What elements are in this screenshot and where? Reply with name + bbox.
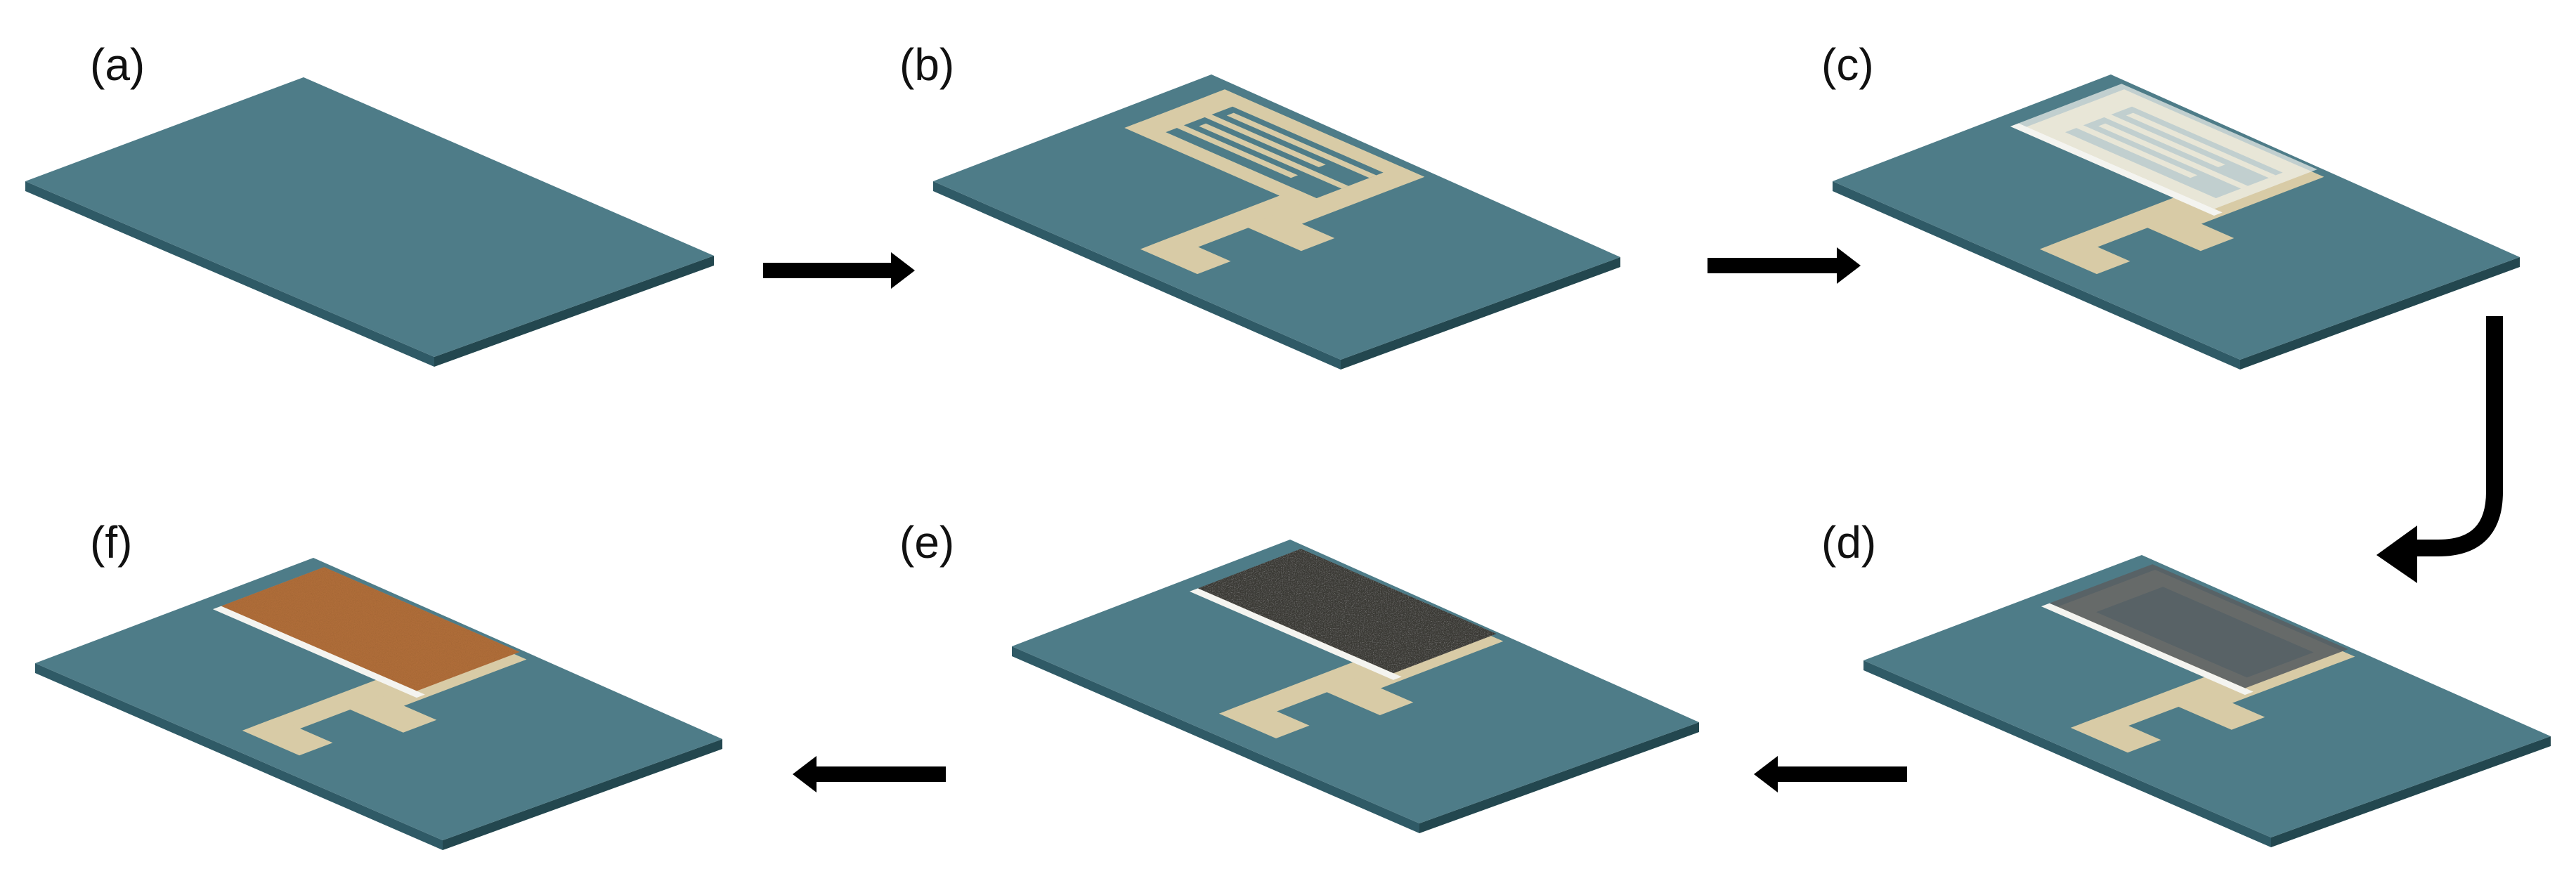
textured-film <box>1197 549 1497 674</box>
panels-layer <box>25 74 2551 850</box>
dark-film <box>2049 564 2348 689</box>
arrow-e-to-f <box>793 756 946 792</box>
copper-film-edge <box>212 606 425 698</box>
panel-a <box>25 77 714 367</box>
arrow-c-to-d-head <box>2376 526 2417 583</box>
arrow-b-to-c-shaft <box>1707 258 1837 273</box>
substrate-side-edge <box>443 739 722 850</box>
electrode-lead-left <box>1230 653 1400 720</box>
substrate-front-edge <box>25 181 434 367</box>
electrode-pad-left <box>2070 714 2161 753</box>
seed-layer <box>2018 84 2317 209</box>
electrode-pad-right <box>2174 692 2265 730</box>
copper-film <box>221 567 520 691</box>
substrate-side-edge <box>2240 257 2520 370</box>
substrate-side-edge <box>1419 722 1699 833</box>
electrode-lead-right <box>1258 166 1425 232</box>
electrode-pad-left <box>1218 700 1310 738</box>
arrow-a-to-b-shaft <box>763 263 891 278</box>
arrow-c-to-d-shaft <box>2413 316 2503 556</box>
panel-e <box>1012 540 1699 833</box>
electrode-lead-left <box>253 671 423 737</box>
panel-d <box>1863 555 2551 847</box>
arrow-d-to-e-shaft <box>1778 766 1907 782</box>
panel-label-c: (c) <box>1821 39 1874 90</box>
arrow-e-to-f-shaft <box>817 766 946 782</box>
substrate-side-edge <box>1341 257 1620 370</box>
electrode-busbar-right <box>1208 89 1425 183</box>
arrow-a-to-b-head <box>891 252 915 289</box>
arrows-layer <box>763 247 2503 792</box>
panel-label-a: (a) <box>90 39 145 90</box>
arrow-b-to-c <box>1707 247 1861 284</box>
electrode-pad-right <box>2143 213 2235 252</box>
panel-f <box>35 558 722 850</box>
electrode-pad-right <box>1244 213 1335 252</box>
electrode-lead-left <box>1151 189 1321 256</box>
arrow-d-to-e-head <box>1754 756 1778 792</box>
substrate-front-edge <box>1863 660 2271 847</box>
electrode-pattern <box>1124 89 1425 275</box>
electrode-finger <box>1199 123 1349 189</box>
electrode-pad-left <box>242 717 333 756</box>
electrode-busbar-left <box>1124 121 1321 207</box>
substrate-front-edge <box>1012 646 1419 833</box>
dark-film-edge <box>2041 603 2253 696</box>
panel-label-f: (f) <box>90 517 133 568</box>
arrow-a-to-b <box>763 252 915 289</box>
seed-layer-edge <box>2010 123 2223 216</box>
substrate-front-edge <box>35 663 443 850</box>
electrode-finger <box>1180 103 1326 167</box>
panel-b <box>933 74 1620 370</box>
electrode-finger <box>1226 112 1377 178</box>
electrode-pad-left <box>1140 236 1231 275</box>
electrode-pad-right <box>346 695 437 733</box>
electrode-lead-left <box>2081 668 2251 734</box>
substrate-top <box>25 77 714 357</box>
arrow-c-to-d <box>2376 316 2503 583</box>
electrode-pad-right <box>1322 677 1414 715</box>
arrow-d-to-e <box>1754 756 1907 792</box>
substrate-front-edge <box>1833 181 2240 370</box>
arrow-b-to-c-head <box>1837 247 1861 284</box>
arrow-e-to-f-head <box>793 756 817 792</box>
electrode-pad-left <box>2039 236 2131 275</box>
substrate-front-edge <box>933 181 1341 370</box>
panel-c <box>1833 74 2520 370</box>
textured-film-edge <box>1189 588 1402 680</box>
panel-label-d: (d) <box>1821 517 1877 568</box>
panel-label-b: (b) <box>899 39 955 90</box>
panel-label-e: (e) <box>899 517 955 568</box>
electrode-finger <box>1152 115 1299 178</box>
electrode-busbar-top <box>1124 89 1249 139</box>
substrate-side-edge <box>434 256 714 367</box>
electrode-lead-left <box>2050 189 2220 256</box>
substrate-side-edge <box>2271 736 2551 847</box>
